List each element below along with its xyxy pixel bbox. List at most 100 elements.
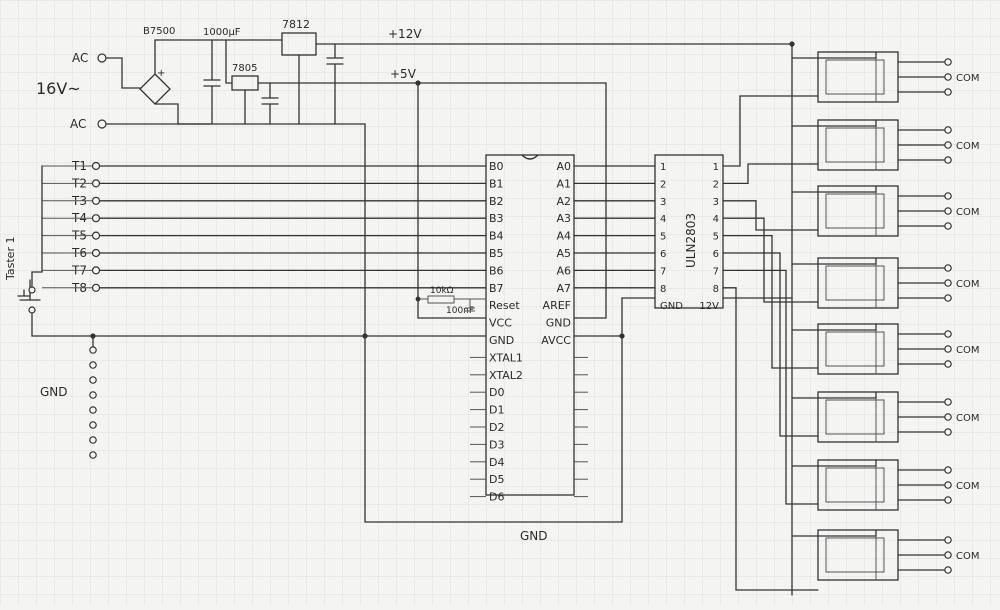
gnd-left-label: GND [40, 385, 68, 399]
driver-in-label: 8 [660, 284, 666, 295]
com-label: COM [956, 141, 979, 152]
microcontroller: B0B1B2B3B4B5B6B7ResetVCCGNDXTAL1XTAL2D0D… [470, 154, 656, 504]
taster-wire-top [31, 271, 43, 288]
driver-in-label: 6 [660, 249, 666, 260]
driver-out-label: 5 [713, 232, 719, 243]
reset-network: 10kΩ 100nF [415, 286, 486, 316]
mcu-pin-label: XTAL1 [489, 351, 523, 364]
relay-coil [825, 59, 885, 95]
relay-driver-wire [722, 269, 819, 505]
relay-terminal [944, 398, 952, 406]
mcu-pin-label: B6 [489, 264, 504, 277]
mcu-pin-label: AREF [543, 299, 571, 312]
junction-dot [619, 333, 625, 339]
bridge-negative-wire [154, 103, 179, 125]
relay-coil [825, 193, 885, 229]
relay-1: COM [722, 51, 979, 167]
capacitor-value-label: 1000µF [203, 27, 241, 38]
cap-label: 100nF [446, 306, 474, 316]
driver-name: ULN2803 [684, 213, 698, 268]
input-terminal [91, 231, 101, 240]
relay-driver-wire [722, 163, 819, 185]
relay-12v-feed [791, 459, 877, 467]
mcu-pin-label: GND [489, 334, 514, 347]
mcu-pin-label: D0 [489, 386, 504, 399]
mcu-pin-label: A7 [556, 282, 571, 295]
relay-driver-wire [722, 234, 819, 369]
driver-out-label: 8 [713, 284, 719, 295]
com-label: COM [956, 345, 979, 356]
relay-coil [825, 331, 885, 367]
relay-terminal [944, 496, 952, 504]
reg12-label: 7812 [282, 18, 310, 31]
taster-contact [28, 306, 36, 314]
input-terminal [91, 179, 101, 188]
relay-3: COM [722, 185, 979, 237]
power-supply: AC AC 16V~ B7500 + - 1000µF 7805 7812 +1… [36, 18, 793, 523]
driver-out-label: 12V [699, 301, 719, 312]
supply-ground-bus [177, 123, 366, 523]
relay-12v-feed [791, 391, 877, 399]
relay-terminal [944, 207, 952, 215]
taster-label: Taster 1 [4, 237, 17, 281]
voltage-in-label: 16V~ [36, 79, 81, 98]
mcu-pin-label: A1 [556, 177, 571, 190]
mcu-pin-label: A0 [556, 160, 571, 173]
mcu-pin-label: D1 [489, 404, 504, 417]
bridge-plus: + [157, 68, 165, 79]
mcu-pin-label: GND [546, 317, 571, 330]
filter-capacitor [203, 39, 221, 125]
relay-terminal [944, 279, 952, 287]
taster-contact [28, 286, 36, 294]
mcu-pin-label: VCC [489, 317, 512, 330]
input-terminal [91, 283, 101, 292]
relay-driver-wire [722, 287, 819, 591]
mcu-pin-label: D5 [489, 473, 504, 486]
ac-terminal-bottom [97, 119, 107, 129]
taster-switch: Taster 1 [4, 237, 487, 337]
reg5-label: 7805 [232, 63, 257, 74]
com-label: COM [956, 73, 979, 84]
driver-in-label: 7 [660, 266, 666, 277]
relay-terminal [944, 566, 952, 574]
relay-terminal [944, 330, 952, 338]
relay-terminal [944, 141, 952, 149]
relay-5: COM [722, 234, 979, 375]
driver-out-label: 3 [713, 197, 719, 208]
driver-body [654, 154, 724, 309]
mcu-pin-label: D4 [489, 456, 504, 469]
input-terminal [91, 214, 101, 223]
relay-coil [825, 127, 885, 163]
input-terminal [91, 161, 101, 171]
relay-12v-feed [791, 51, 877, 59]
com-label: COM [956, 551, 979, 562]
mcu-pin-label: A2 [556, 195, 571, 208]
relay-8: COM [722, 287, 979, 591]
driver-in-label: 1 [660, 162, 666, 173]
reg5-input-wire [225, 39, 233, 84]
gnd-bottom-label: GND [520, 529, 548, 543]
mcu-pin-label: XTAL2 [489, 369, 523, 382]
mcu-pin-label: D3 [489, 438, 504, 451]
relay-terminal [944, 551, 952, 559]
mcu-body [485, 154, 575, 496]
gnd-terminal [89, 421, 97, 429]
relay-terminal [944, 360, 952, 368]
relay-coil [825, 399, 885, 435]
relay-12v-feed [791, 257, 877, 265]
gnd-terminal [89, 436, 97, 444]
gnd-terminal [89, 451, 97, 459]
ac-bottom-label: AC [70, 117, 86, 131]
junction-dot [415, 296, 421, 302]
relay-12v-feed [791, 185, 877, 193]
reg5-output-cap [261, 82, 279, 125]
bridge-positive-wire [154, 39, 283, 75]
rail5-label: +5V [390, 67, 417, 81]
relay-4: COM [722, 217, 979, 309]
